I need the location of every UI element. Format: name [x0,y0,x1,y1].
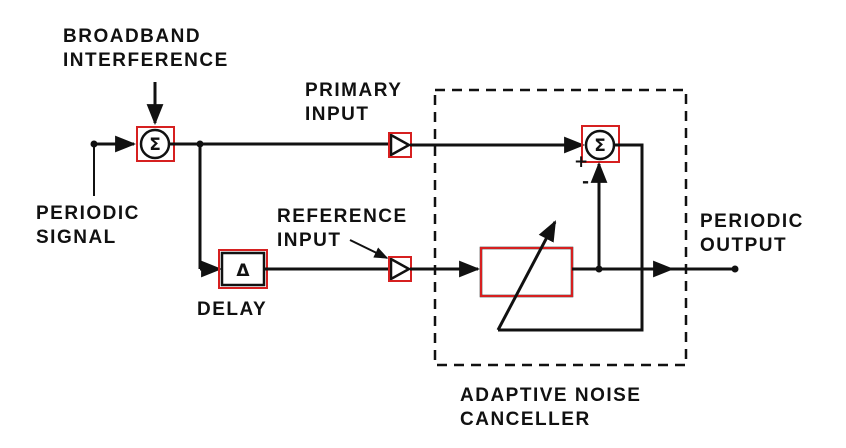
adaptive-filter [479,246,574,298]
periodic-signal-line2: SIGNAL [36,227,117,248]
output-summer-symbol: Σ [594,136,606,156]
broadband-label-line2: INTERFERENCE [63,50,229,71]
minus-sign: - [582,172,589,192]
reference-buffer [389,256,412,282]
reference-label-leader [349,239,389,259]
broadband-label: BROADBAND INTERFERENCE [63,26,229,71]
reference-input-label: REFERENCE INPUT [277,206,408,251]
adaptive-filter-highlight [480,247,573,297]
periodic-signal-line1: PERIODIC [36,203,140,224]
periodic-output-label: PERIODIC OUTPUT [700,211,804,256]
periodic-output-line2: OUTPUT [700,235,788,256]
delay-label: DELAY [197,299,268,320]
primary-label-line2: INPUT [305,104,370,125]
periodic-signal-label: PERIODIC SIGNAL [36,203,140,248]
primary-label-line1: PRIMARY [305,80,403,101]
primary-buffer [389,132,412,158]
primary-input-label: PRIMARY INPUT [305,80,402,125]
canceller-boundary [433,88,688,367]
reference-label-line2: INPUT [277,230,342,251]
periodic-output-line1: PERIODIC [700,211,804,232]
canceller-label-line1: ADAPTIVE NOISE [460,385,642,406]
reference-label-line1: REFERENCE [277,206,408,227]
adaptation-arrow [496,220,557,331]
canceller-label-line2: CANCELLER [460,409,591,430]
delay-symbol: Δ [236,261,250,281]
error-feedback-loop [498,143,644,332]
input-summer-symbol: Σ [149,135,161,155]
broadband-label-line1: BROADBAND [63,26,202,47]
plus-sign: + [574,152,588,172]
canceller-label: ADAPTIVE NOISE CANCELLER [460,385,641,430]
output-node [731,265,739,273]
